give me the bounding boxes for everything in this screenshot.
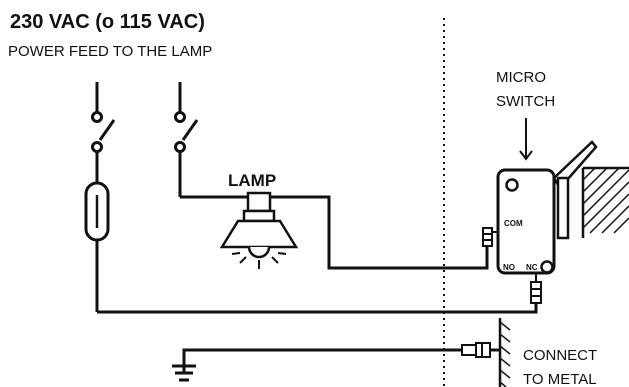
ground-wire <box>182 348 500 373</box>
micro-switch-body <box>496 168 556 275</box>
fuse-symbol <box>84 181 110 242</box>
return-wire <box>97 303 538 314</box>
micro-switch-lever <box>552 140 598 240</box>
no-terminal-label: NO <box>503 263 515 272</box>
micro-switch-label-line2: SWITCH <box>496 93 555 110</box>
left-switch <box>91 82 116 183</box>
connect-label-line1: CONNECT <box>523 347 597 364</box>
lamp-to-com-wire <box>270 195 489 270</box>
com-terminal-icon <box>482 227 498 247</box>
connect-label-line2: TO METAL <box>523 371 597 387</box>
lamp-icon <box>219 191 299 269</box>
power-feed-subtitle: POWER FEED TO THE LAMP <box>8 43 212 60</box>
ground-icon <box>172 364 196 382</box>
voltage-title: 230 VAC (o 115 VAC) <box>10 11 205 33</box>
nc-terminal-icon <box>530 273 542 304</box>
right-switch <box>174 82 248 199</box>
nc-terminal-label: NC <box>526 263 538 272</box>
metal-hatch <box>498 318 511 387</box>
lamp-label: LAMP <box>228 171 276 190</box>
com-terminal-label: COM <box>504 219 523 228</box>
micro-switch-arrow-icon <box>519 118 533 161</box>
micro-switch-label-line1: MICRO <box>496 69 546 86</box>
wall-hatch <box>581 166 629 238</box>
ground-terminal-icon <box>461 342 491 358</box>
